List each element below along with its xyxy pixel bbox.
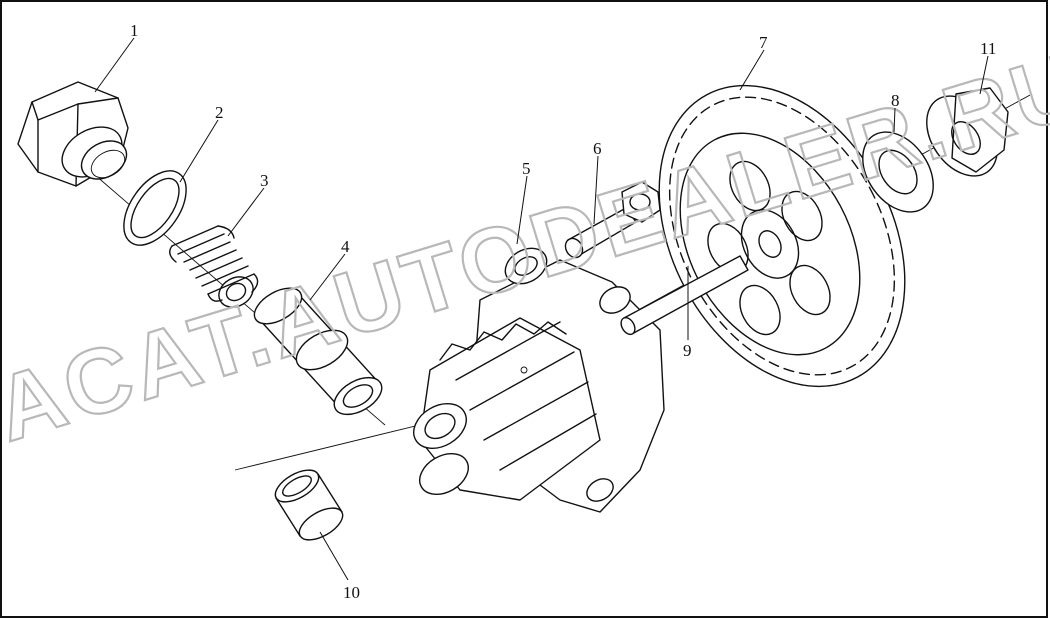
- part-bushing: [274, 469, 344, 541]
- callout-label: 9: [683, 341, 692, 360]
- callout-8: 8: [891, 91, 900, 133]
- callout-label: 5: [522, 159, 531, 178]
- callout-label: 10: [343, 583, 360, 602]
- part-drive-gear: [658, 84, 906, 388]
- callout-7: 7: [739, 33, 768, 91]
- callout-5: 5: [516, 159, 531, 245]
- callout-2: 2: [179, 103, 224, 183]
- part-nut: [926, 87, 1009, 177]
- callout-label: 7: [759, 33, 768, 52]
- callout-label: 1: [130, 21, 139, 40]
- callout-label: 2: [215, 103, 224, 122]
- callout-label: 6: [593, 139, 602, 158]
- part-washer-2: [123, 170, 187, 246]
- callout-4: 4: [309, 237, 350, 301]
- callout-label: 8: [891, 91, 900, 110]
- callout-3: 3: [227, 171, 269, 237]
- part-spring: [169, 225, 259, 308]
- callout-label: 11: [980, 39, 996, 58]
- part-shaft: [620, 255, 749, 336]
- part-washer-8: [862, 131, 934, 213]
- part-pump-body: [413, 247, 665, 513]
- part-plug: [17, 81, 129, 187]
- callout-label: 3: [260, 171, 269, 190]
- callout-9: 9: [683, 266, 692, 360]
- callout-6: 6: [593, 139, 602, 225]
- callout-label: 4: [341, 237, 350, 256]
- callout-11: 11: [979, 39, 996, 95]
- callout-10: 10: [319, 531, 360, 602]
- part-relief-valve: [253, 287, 383, 416]
- part-bolt: [564, 181, 661, 259]
- callout-1: 1: [94, 21, 139, 93]
